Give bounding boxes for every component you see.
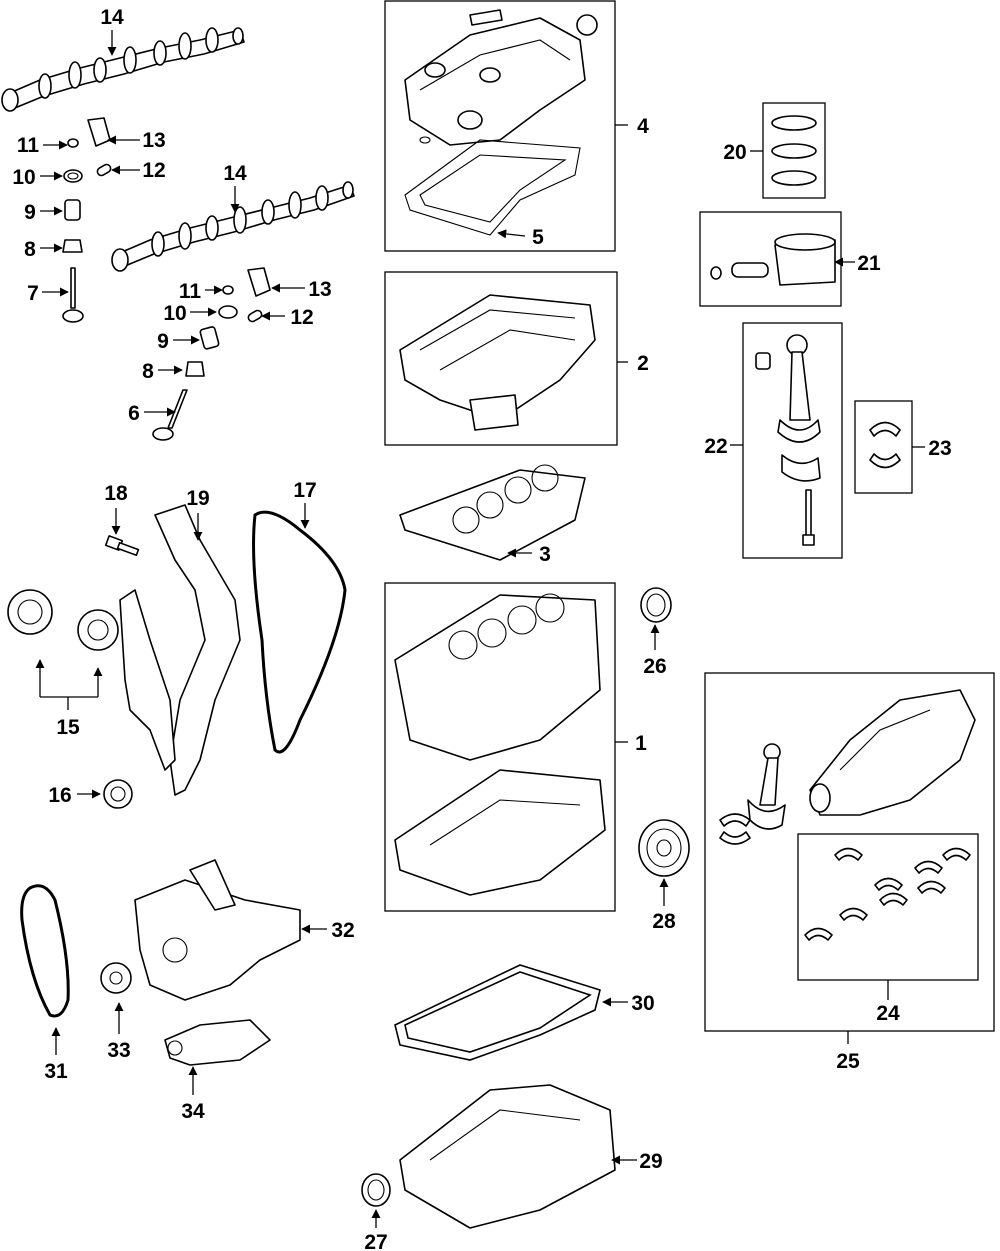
callout-27: 27 (364, 1231, 387, 1251)
callout-18: 18 (104, 482, 128, 505)
callout-10-lower: 10 (163, 302, 186, 325)
callout-numbers: 14 11 13 10 12 9 8 7 14 11 13 10 12 9 8 … (12, 6, 951, 1251)
callout-8-upper: 8 (24, 238, 36, 261)
callout-25: 25 (836, 1050, 860, 1073)
callout-12-upper: 12 (142, 159, 165, 182)
callout-14-lower: 14 (223, 162, 247, 185)
callout-19: 19 (186, 487, 209, 510)
callout-22: 22 (704, 435, 727, 458)
callout-4: 4 (637, 115, 649, 138)
callout-21: 21 (857, 252, 881, 275)
callout-23: 23 (928, 437, 951, 460)
callout-17: 17 (293, 479, 316, 502)
callout-1: 1 (635, 732, 647, 755)
crankshaft-pulley (638, 819, 690, 877)
callout-32: 32 (331, 919, 354, 942)
main-bearings (804, 847, 971, 941)
frame-cylinder-head (384, 271, 618, 446)
callout-10-upper: 10 (12, 166, 35, 189)
callout-6: 6 (128, 402, 140, 425)
callout-26: 26 (643, 655, 666, 678)
callout-11-lower: 11 (179, 280, 202, 303)
camshaft-upper (1, 27, 245, 112)
connecting-rod (755, 334, 821, 546)
oil-pump (134, 859, 301, 1001)
valve-cover (404, 9, 598, 146)
frame-rod-bearings (854, 400, 913, 494)
oil-pickup-tube (164, 1019, 271, 1066)
front-oil-seal (640, 587, 672, 623)
rod-bearings (869, 421, 901, 469)
callout-30: 30 (631, 992, 654, 1015)
callout-24: 24 (876, 1002, 900, 1025)
oil-pan (399, 1084, 616, 1229)
callout-33: 33 (107, 1039, 130, 1062)
callout-29: 29 (639, 1150, 662, 1173)
leader-lines (35, 30, 925, 1228)
oil-pump-sprocket (100, 962, 132, 994)
crank-bearing-shells (719, 813, 751, 845)
callout-14-upper: 14 (100, 6, 124, 29)
camshaft-sprockets (7, 589, 119, 651)
timing-chain (252, 510, 347, 754)
frame-engine-block (384, 582, 616, 912)
piston-rings (771, 115, 817, 186)
callout-31: 31 (44, 1060, 68, 1083)
crankshaft (809, 689, 976, 816)
callout-2: 2 (637, 352, 649, 375)
camshaft-lower (111, 181, 355, 272)
frame-crankshaft (704, 672, 995, 1032)
callout-20: 20 (723, 141, 746, 164)
timing-bolt (104, 535, 140, 557)
callout-34: 34 (181, 1100, 205, 1123)
crank-connecting-rod (747, 743, 786, 830)
head-gasket (399, 464, 586, 561)
oil-pump-chain (20, 884, 70, 1018)
callout-3: 3 (539, 543, 551, 566)
callout-11-upper: 11 (17, 134, 40, 157)
piston (710, 233, 836, 286)
callout-8-lower: 8 (142, 360, 154, 383)
cylinder-head (399, 294, 596, 431)
callout-7: 7 (27, 282, 39, 305)
callout-13-lower: 13 (308, 278, 331, 301)
callout-5: 5 (532, 226, 544, 249)
callout-28: 28 (652, 910, 676, 933)
callout-15: 15 (56, 716, 80, 739)
frame-connecting-rod (742, 322, 843, 559)
valve-parts-lower (152, 267, 271, 441)
valve-cover-gasket (404, 139, 581, 236)
callout-13-upper: 13 (142, 129, 165, 152)
callout-9-upper: 9 (24, 201, 36, 224)
timing-chain-guide (119, 504, 241, 796)
engine-block (394, 593, 606, 896)
valve-parts-upper (62, 117, 112, 323)
callout-9-lower: 9 (157, 330, 169, 353)
callout-16: 16 (48, 784, 71, 807)
frame-valve-cover (384, 0, 616, 252)
callout-12-lower: 12 (290, 306, 313, 329)
rear-oil-seal (361, 1173, 391, 1207)
oil-pan-gasket (394, 964, 601, 1061)
crankshaft-sprocket (103, 779, 133, 809)
